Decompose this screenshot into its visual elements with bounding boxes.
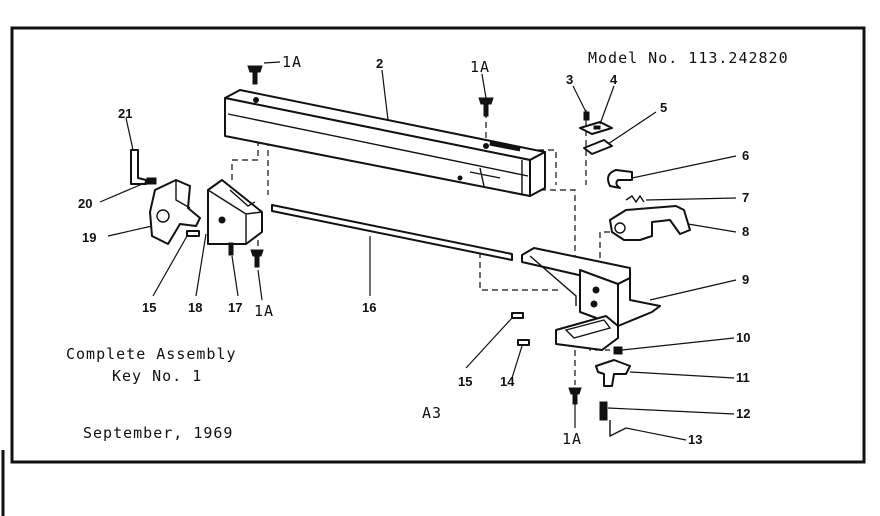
- callout-1a-bottom: 1A: [562, 430, 582, 448]
- callout-16: 16: [362, 300, 376, 315]
- guide-rod: [271, 204, 513, 261]
- callout-12: 12: [736, 406, 750, 421]
- nut-10: [613, 346, 623, 355]
- callout-8: 8: [742, 224, 749, 239]
- callout-2: 2: [376, 56, 383, 71]
- callout-15-right: 15: [458, 374, 472, 389]
- clamp-11: [595, 359, 631, 387]
- callout-3: 3: [566, 72, 573, 87]
- spring-12: [599, 401, 608, 421]
- front-block: [207, 179, 263, 245]
- callout-19: 19: [82, 230, 96, 245]
- spring-7: [625, 194, 645, 204]
- washer-5: [583, 139, 613, 155]
- hex-key-13: [609, 420, 627, 438]
- leader-lines: [99, 61, 737, 441]
- pin-17: [228, 242, 234, 256]
- diagram-frame: [10, 26, 866, 464]
- callout-1a-mid: 1A: [470, 58, 490, 76]
- callout-20: 20: [78, 196, 92, 211]
- model-number: Model No. 113.242820: [588, 49, 789, 67]
- clip-6: [607, 169, 633, 189]
- callout-9: 9: [742, 272, 749, 287]
- cam-lever-8: [609, 205, 691, 241]
- callout-17: 17: [228, 300, 242, 315]
- callout-1a-left: 1A: [254, 302, 274, 320]
- callout-7: 7: [742, 190, 749, 205]
- assembly-key: Key No. 1: [112, 367, 202, 385]
- callout-13: 13: [688, 432, 702, 447]
- screw-3: [583, 111, 590, 121]
- screw-1a-bottom: [568, 387, 582, 405]
- callout-1a-top: 1A: [282, 53, 302, 71]
- callout-10: 10: [736, 330, 750, 345]
- callout-labels: 1A 2 1A 3 4 5 6 7 8 9 10 11 12 13 14 15 …: [78, 53, 750, 448]
- assembly-title: Complete Assembly: [66, 345, 237, 363]
- callout-14: 14: [500, 374, 515, 389]
- lock-lever: [149, 179, 201, 245]
- screw-1a-mid: [478, 97, 494, 117]
- screw-1a-left: [250, 249, 264, 268]
- sheet-code: A3: [422, 404, 442, 422]
- pin-15-right: [511, 312, 524, 319]
- lever-handle-pin: [130, 149, 147, 185]
- callout-4: 4: [610, 72, 618, 87]
- set-screw-20: [146, 177, 157, 185]
- callout-11: 11: [736, 370, 750, 385]
- callout-6: 6: [742, 148, 749, 163]
- callout-21: 21: [118, 106, 132, 121]
- pin-15-left: [186, 230, 200, 237]
- callout-18: 18: [188, 300, 202, 315]
- callout-5: 5: [660, 100, 667, 115]
- screw-1a-top: [247, 65, 263, 85]
- rear-bracket: [521, 247, 661, 351]
- diagram-date: September, 1969: [83, 424, 233, 442]
- fence-bar: [224, 89, 546, 197]
- pin-14: [517, 339, 530, 346]
- callout-15-left: 15: [142, 300, 156, 315]
- plate-4: [579, 121, 613, 135]
